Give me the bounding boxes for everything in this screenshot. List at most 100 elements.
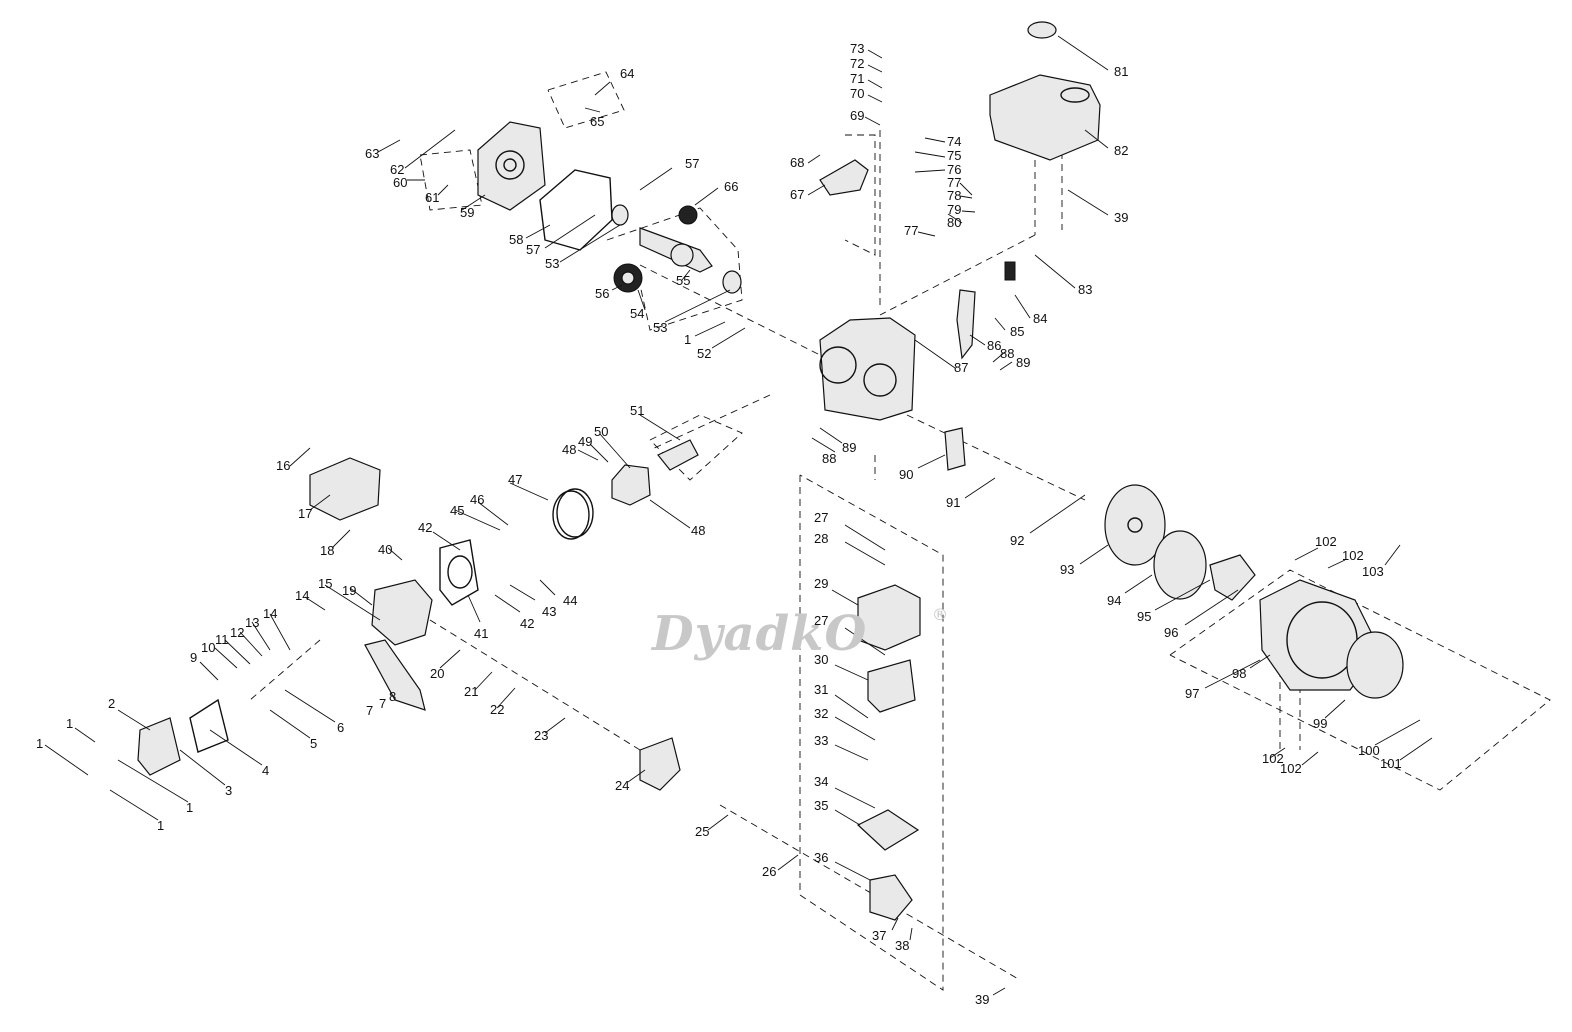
callout-13: 13: [245, 615, 259, 630]
callout-42: 42: [520, 616, 534, 631]
callout-1: 1: [36, 736, 43, 751]
callout-75: 75: [947, 148, 961, 163]
ignition-coil: [944, 427, 966, 471]
callout-88: 88: [1000, 346, 1014, 361]
callout-45: 45: [450, 503, 464, 518]
callout-83: 83: [1078, 282, 1092, 297]
callout-54: 54: [630, 306, 644, 321]
carburetor: [639, 737, 681, 791]
callout-57: 57: [526, 242, 540, 257]
callout-96: 96: [1164, 625, 1178, 640]
air-filter-element: [867, 659, 916, 713]
callout-42: 42: [418, 520, 432, 535]
callout-29: 29: [814, 576, 828, 591]
callout-35: 35: [814, 798, 828, 813]
callout-92: 92: [1010, 533, 1024, 548]
callout-81: 81: [1114, 64, 1128, 79]
cooling-fan: [1153, 530, 1207, 600]
callout-65: 65: [590, 114, 604, 129]
callout-labels: 1 1 1 1 1 2 3 4 5 6 7 7 8 9 10 11 12 13 …: [36, 41, 1402, 1007]
callout-22: 22: [490, 702, 504, 717]
callout-89: 89: [1016, 355, 1030, 370]
callout-18: 18: [320, 543, 334, 558]
callout-77: 77: [904, 223, 918, 238]
callout-44: 44: [563, 593, 577, 608]
callout-23: 23: [534, 728, 548, 743]
callout-82: 82: [1114, 143, 1128, 158]
callout-39: 39: [975, 992, 989, 1007]
callout-72: 72: [850, 56, 864, 71]
callout-28: 28: [814, 531, 828, 546]
callout-71: 71: [850, 71, 864, 86]
callout-102: 102: [1342, 548, 1364, 563]
air-filter-cover: [857, 584, 921, 651]
watermark-text: DyadkO: [650, 606, 867, 662]
crankcase-cover: [477, 121, 546, 211]
cylinder-head: [371, 579, 433, 646]
callout-31: 31: [814, 682, 828, 697]
recoil-starter: [1346, 631, 1404, 699]
callout-56: 56: [595, 286, 609, 301]
callout-53: 53: [653, 320, 667, 335]
callout-21: 21: [464, 684, 478, 699]
callout-70: 70: [850, 86, 864, 101]
callout-98: 98: [1232, 666, 1246, 681]
callout-3: 3: [225, 783, 232, 798]
callout-33: 33: [814, 733, 828, 748]
flywheel: [1104, 484, 1166, 566]
gasket: [539, 169, 613, 251]
callout-7: 7: [379, 696, 386, 711]
callout-46: 46: [470, 492, 484, 507]
callout-61: 61: [425, 190, 439, 205]
callout-8: 8: [389, 689, 396, 704]
callout-50: 50: [594, 424, 608, 439]
callout-101: 101: [1380, 756, 1402, 771]
callout-87: 87: [954, 360, 968, 375]
callout-55: 55: [676, 273, 690, 288]
callout-32: 32: [814, 706, 828, 721]
callout-1: 1: [157, 818, 164, 833]
callout-5: 5: [310, 736, 317, 751]
valve-cover: [137, 717, 181, 776]
callout-97: 97: [1185, 686, 1199, 701]
callout-20: 20: [430, 666, 444, 681]
callout-64: 64: [620, 66, 634, 81]
callout-63: 63: [365, 146, 379, 161]
callout-85: 85: [1010, 324, 1024, 339]
callout-14: 14: [295, 588, 309, 603]
callout-6: 6: [337, 720, 344, 735]
callout-102: 102: [1315, 534, 1337, 549]
callout-67: 67: [790, 187, 804, 202]
callout-52: 52: [697, 346, 711, 361]
callout-80: 80: [947, 215, 961, 230]
callout-48: 48: [691, 523, 705, 538]
callout-93: 93: [1060, 562, 1074, 577]
callout-41: 41: [474, 626, 488, 641]
callout-76: 76: [947, 162, 961, 177]
callout-94: 94: [1107, 593, 1121, 608]
callout-9: 9: [190, 650, 197, 665]
callout-27: 27: [814, 510, 828, 525]
callout-36: 36: [814, 850, 828, 865]
callout-17: 17: [298, 506, 312, 521]
callout-91: 91: [946, 495, 960, 510]
callout-69: 69: [850, 108, 864, 123]
callout-57: 57: [685, 156, 699, 171]
callout-79: 79: [947, 202, 961, 217]
callout-39: 39: [1114, 210, 1128, 225]
callout-1: 1: [684, 332, 691, 347]
callout-47: 47: [508, 472, 522, 487]
callout-16: 16: [276, 458, 290, 473]
callout-48: 48: [562, 442, 576, 457]
callout-24: 24: [615, 778, 629, 793]
callout-77: 77: [947, 175, 961, 190]
piston: [611, 464, 651, 506]
callout-19: 19: [342, 583, 356, 598]
callout-60: 60: [393, 175, 407, 190]
callout-53: 53: [545, 256, 559, 271]
callout-88: 88: [822, 451, 836, 466]
callout-68: 68: [790, 155, 804, 170]
callout-95: 95: [1137, 609, 1151, 624]
assembly-guides: [249, 71, 1551, 991]
callout-1: 1: [186, 800, 193, 815]
